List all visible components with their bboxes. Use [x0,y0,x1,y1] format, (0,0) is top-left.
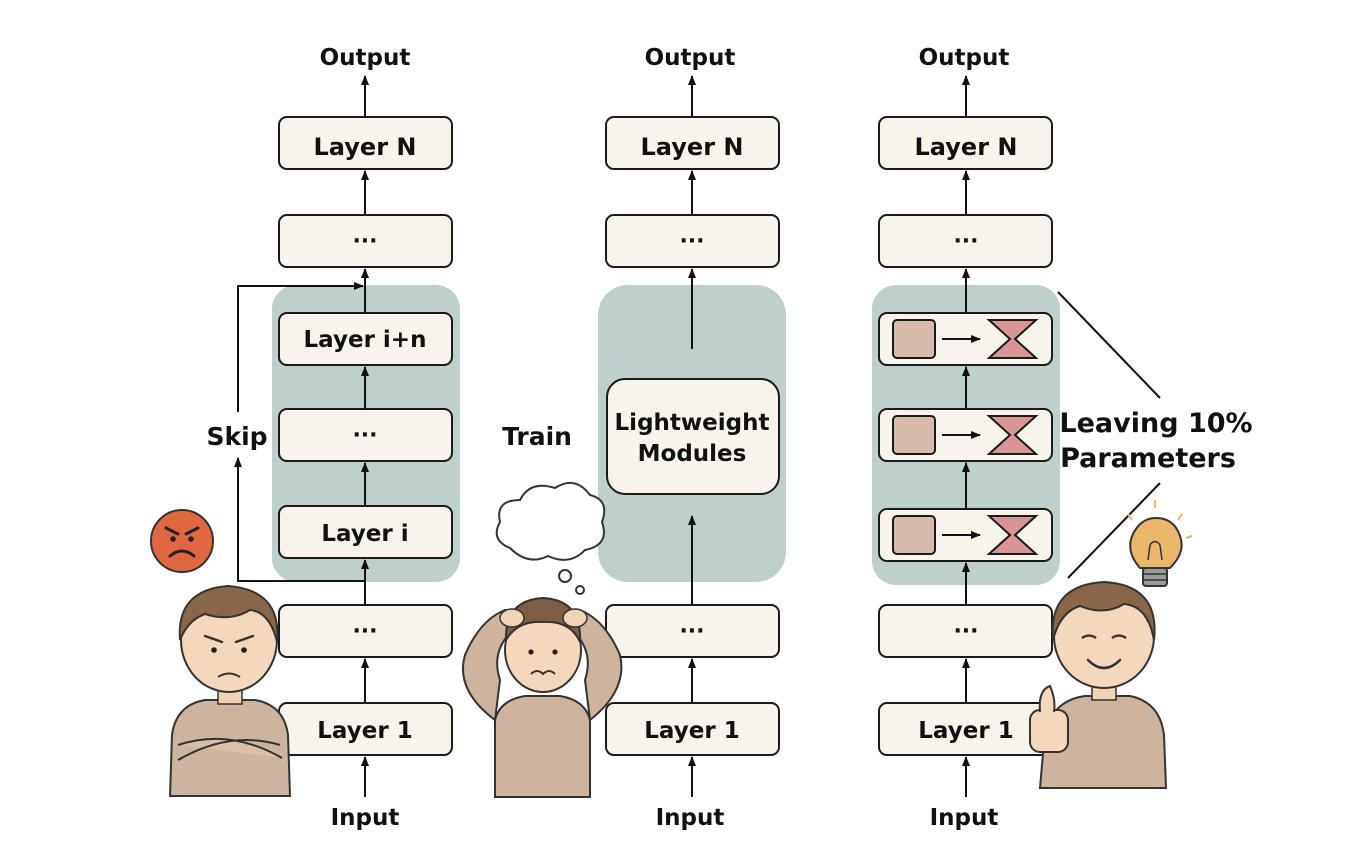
left-output-label: Output [320,45,411,71]
weight-square-icon [892,319,936,359]
mid-output-label: Output [645,45,736,71]
lightweight-modules-line2: Modules [638,441,747,467]
compressed-layer-block [878,408,1053,462]
mid-dots-low: ··· [679,619,704,644]
left-dots-top: ··· [352,229,377,254]
left-layer-1-label: Layer 1 [317,718,412,744]
left-layer-i-label: Layer i [321,521,408,547]
left-dots-low: ··· [352,619,377,644]
right-layer-n-label: Layer N [915,133,1018,161]
skip-path-lower [237,462,365,582]
right-dots-top: ··· [953,229,978,254]
callout-line1: Leaving 10% [1059,408,1252,439]
stressed-person-icon [462,596,623,798]
callout-line-bottom [1067,482,1161,579]
left-panel: Layer N ··· Layer i+n ··· Layer i ··· La… [150,45,460,831]
lightbulb-icon [1127,500,1193,587]
right-input-label: Input [930,805,999,831]
mid-input-label: Input [656,805,725,831]
angry-person-icon [168,584,292,797]
low-rank-hourglass-icon [986,319,1039,359]
left-layer-i-n-label: Layer i+n [304,327,427,353]
lightweight-modules-line1: Lightweight [615,410,770,436]
compressed-layer-block [878,508,1053,562]
skip-label: Skip [206,422,267,451]
left-layer-n-label: Layer N [314,133,417,161]
right-panel: Layer N ··· ··· Layer 1 Output [872,45,1253,831]
weight-square-icon [892,515,936,555]
callout-line-top [1057,291,1161,399]
low-rank-hourglass-icon [986,415,1039,455]
right-output-label: Output [919,45,1010,71]
left-dots-mid: ··· [352,423,377,448]
callout-line2: Parameters [1060,443,1236,474]
low-rank-hourglass-icon [986,515,1039,555]
mid-layer-1-label: Layer 1 [644,718,739,744]
weight-square-icon [892,415,936,455]
compressed-layer-block [878,312,1053,366]
middle-panel: Layer N ··· Lightweight Modules ··· Laye… [462,45,786,831]
angry-emoji-icon [150,509,214,573]
left-input-label: Input [331,805,400,831]
thought-cloud-icon [495,481,606,595]
train-label: Train [502,422,572,451]
lightweight-modules-box [606,378,780,495]
right-dots-low: ··· [953,619,978,644]
skip-path-upper [237,282,364,412]
mid-dots-top: ··· [679,229,704,254]
mid-layer-n-label: Layer N [641,133,744,161]
right-layer-1-label: Layer 1 [918,718,1013,744]
happy-person-icon [1029,580,1168,789]
